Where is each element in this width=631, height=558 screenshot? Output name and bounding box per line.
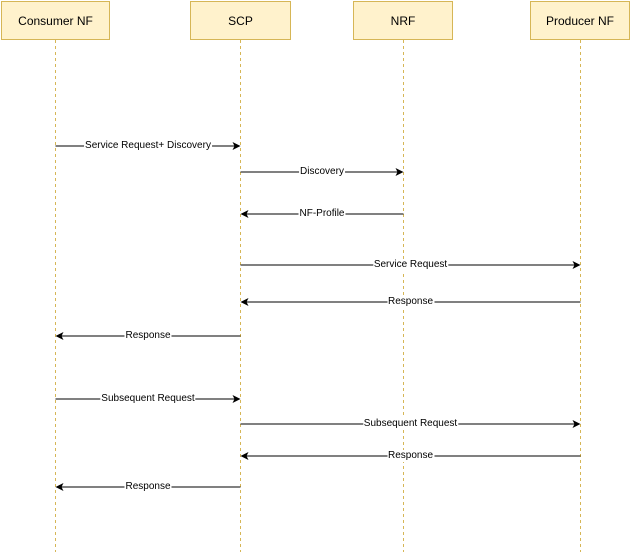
participant-label: NRF	[390, 13, 416, 28]
participant-scp: SCP	[190, 1, 291, 40]
participant-label: SCP	[228, 13, 253, 28]
participant-label: Producer NF	[545, 13, 615, 28]
message-label: Discovery	[299, 166, 345, 178]
participant-nrf: NRF	[353, 1, 453, 40]
message-label: Response	[124, 330, 172, 342]
participant-consumer-nf: Consumer NF	[1, 1, 110, 40]
message-label: Response	[124, 481, 172, 493]
message-label: Subsequent Request	[362, 418, 459, 430]
message-label: Subsequent Request	[100, 393, 196, 405]
message-label: Response	[386, 296, 435, 308]
message-label: Service Request+ Discovery	[84, 140, 212, 152]
message-label: Service Request	[372, 259, 449, 271]
participant-producer-nf: Producer NF	[530, 1, 630, 40]
message-label: Response	[386, 450, 435, 462]
participant-label: Consumer NF	[18, 13, 93, 28]
message-label: NF-Profile	[298, 208, 346, 220]
